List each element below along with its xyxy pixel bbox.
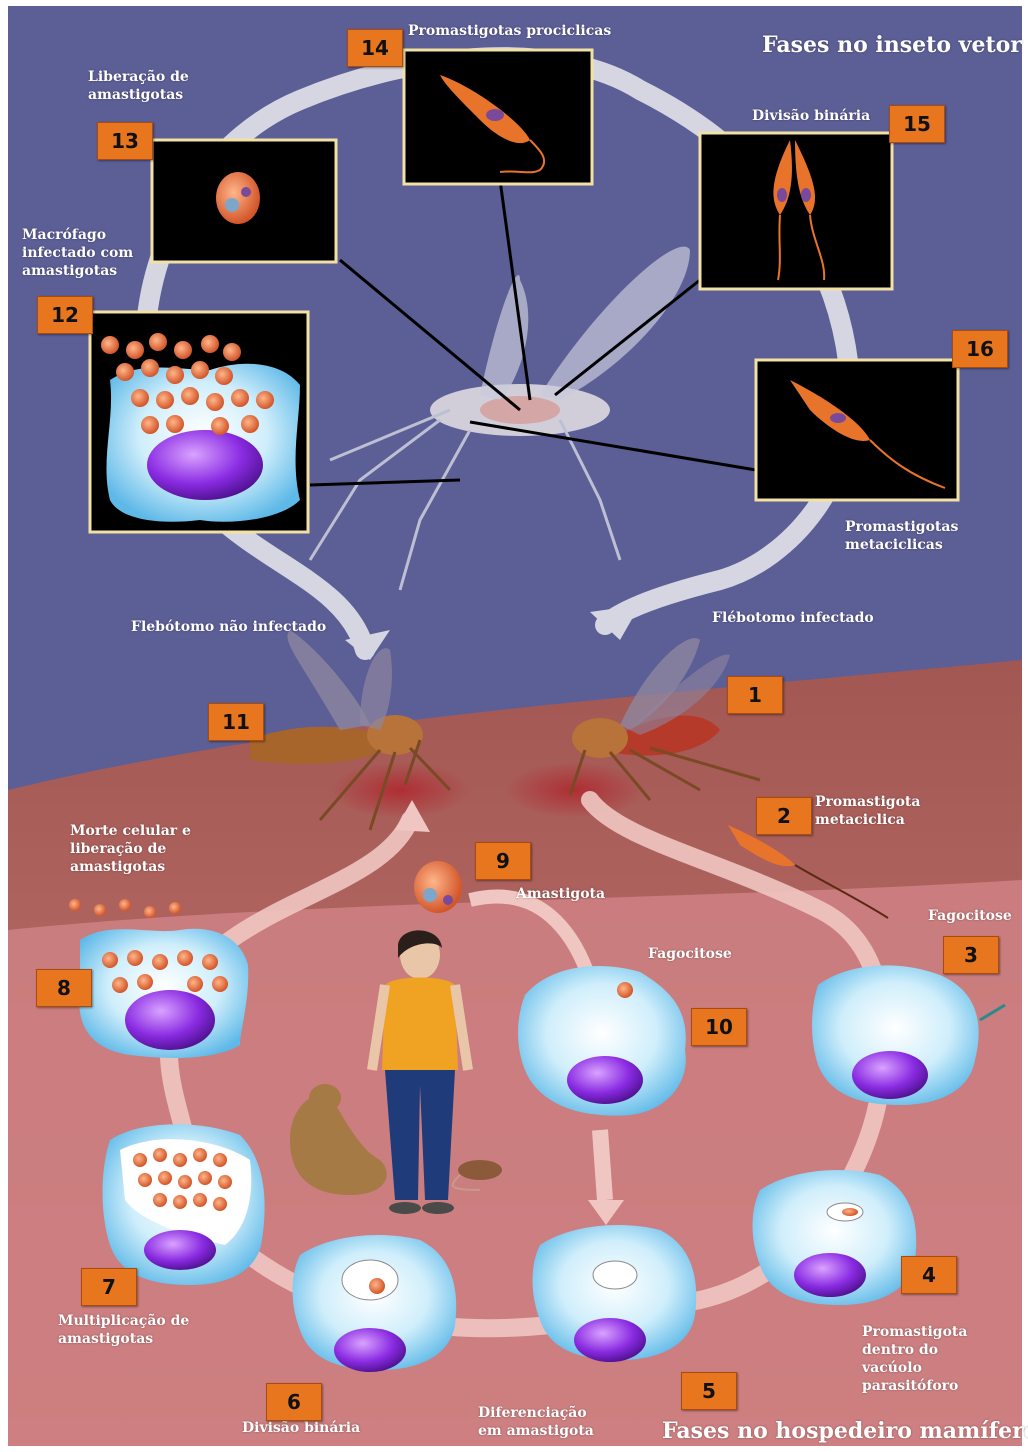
stage-3-badge: 3: [943, 936, 999, 974]
stage-2-badge: 2: [756, 797, 812, 835]
stage-15-label: Divisão binária: [752, 107, 870, 125]
stage-5-label: Diferenciação em amastigota: [478, 1404, 598, 1440]
stage-7-label: Multiplicação de amastigotas: [58, 1312, 194, 1348]
stage-10-badge: 10: [691, 1008, 747, 1046]
stage-2-label: Promastigota metaciclica: [815, 793, 925, 829]
stage-1-badge: 1: [727, 676, 783, 714]
stage-6-badge: 6: [266, 1383, 322, 1421]
infected-sandfly-label: Flébotomo infectado: [712, 609, 874, 627]
stage-15-badge: 15: [889, 105, 945, 143]
stage-8-label: Morte celular e liberação de amastigotas: [70, 822, 200, 876]
stage-8-badge: 8: [36, 969, 92, 1007]
stage-3-label: Fagocitose: [928, 907, 1012, 925]
stage-9-label: Amastigota: [516, 885, 605, 903]
stage-13-label: Liberação de amastigotas: [88, 68, 208, 104]
stage-11-badge: 11: [208, 703, 264, 741]
stage-12-badge: 12: [37, 296, 93, 334]
stage-14-badge: 14: [347, 29, 403, 67]
stage-7-badge: 7: [81, 1268, 137, 1306]
uninfected-sandfly-label: Flebótomo não infectado: [131, 618, 326, 636]
stage-4-badge: 4: [901, 1256, 957, 1294]
stage-4-label: Promastigota dentro do vacúolo parasitóf…: [862, 1323, 982, 1395]
stage-16-badge: 16: [952, 330, 1008, 368]
stage-5-badge: 5: [681, 1372, 737, 1410]
stage-9-badge: 9: [475, 842, 531, 880]
stage-16-label: Promastigotas metaciclicas: [845, 518, 955, 554]
stage-10-label: Fagocitose: [648, 945, 732, 963]
stage-6-label: Divisão binária: [242, 1419, 360, 1437]
stage-14-label: Promastigotas prociclicas: [408, 22, 611, 40]
insect-phases-title: Fases no inseto vetor: [762, 32, 1022, 58]
stage-12-label: Macrófago infectado com amastigotas: [22, 226, 140, 280]
stage-13-badge: 13: [97, 122, 153, 160]
host-phases-title: Fases no hospedeiro mamífero: [662, 1418, 1028, 1444]
